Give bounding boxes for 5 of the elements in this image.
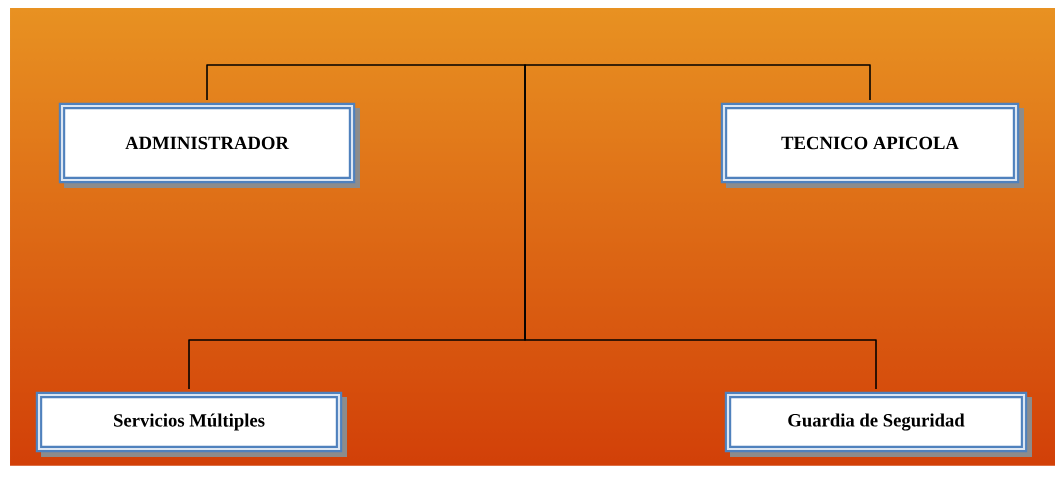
connector-line <box>524 64 877 390</box>
position-box: Servicios Múltiples <box>35 391 347 457</box>
position-box: TECNICO APICOLA <box>720 102 1024 188</box>
position-box: ADMINISTRADOR <box>58 102 360 188</box>
position-box: Guardia de Seguridad <box>724 391 1032 457</box>
